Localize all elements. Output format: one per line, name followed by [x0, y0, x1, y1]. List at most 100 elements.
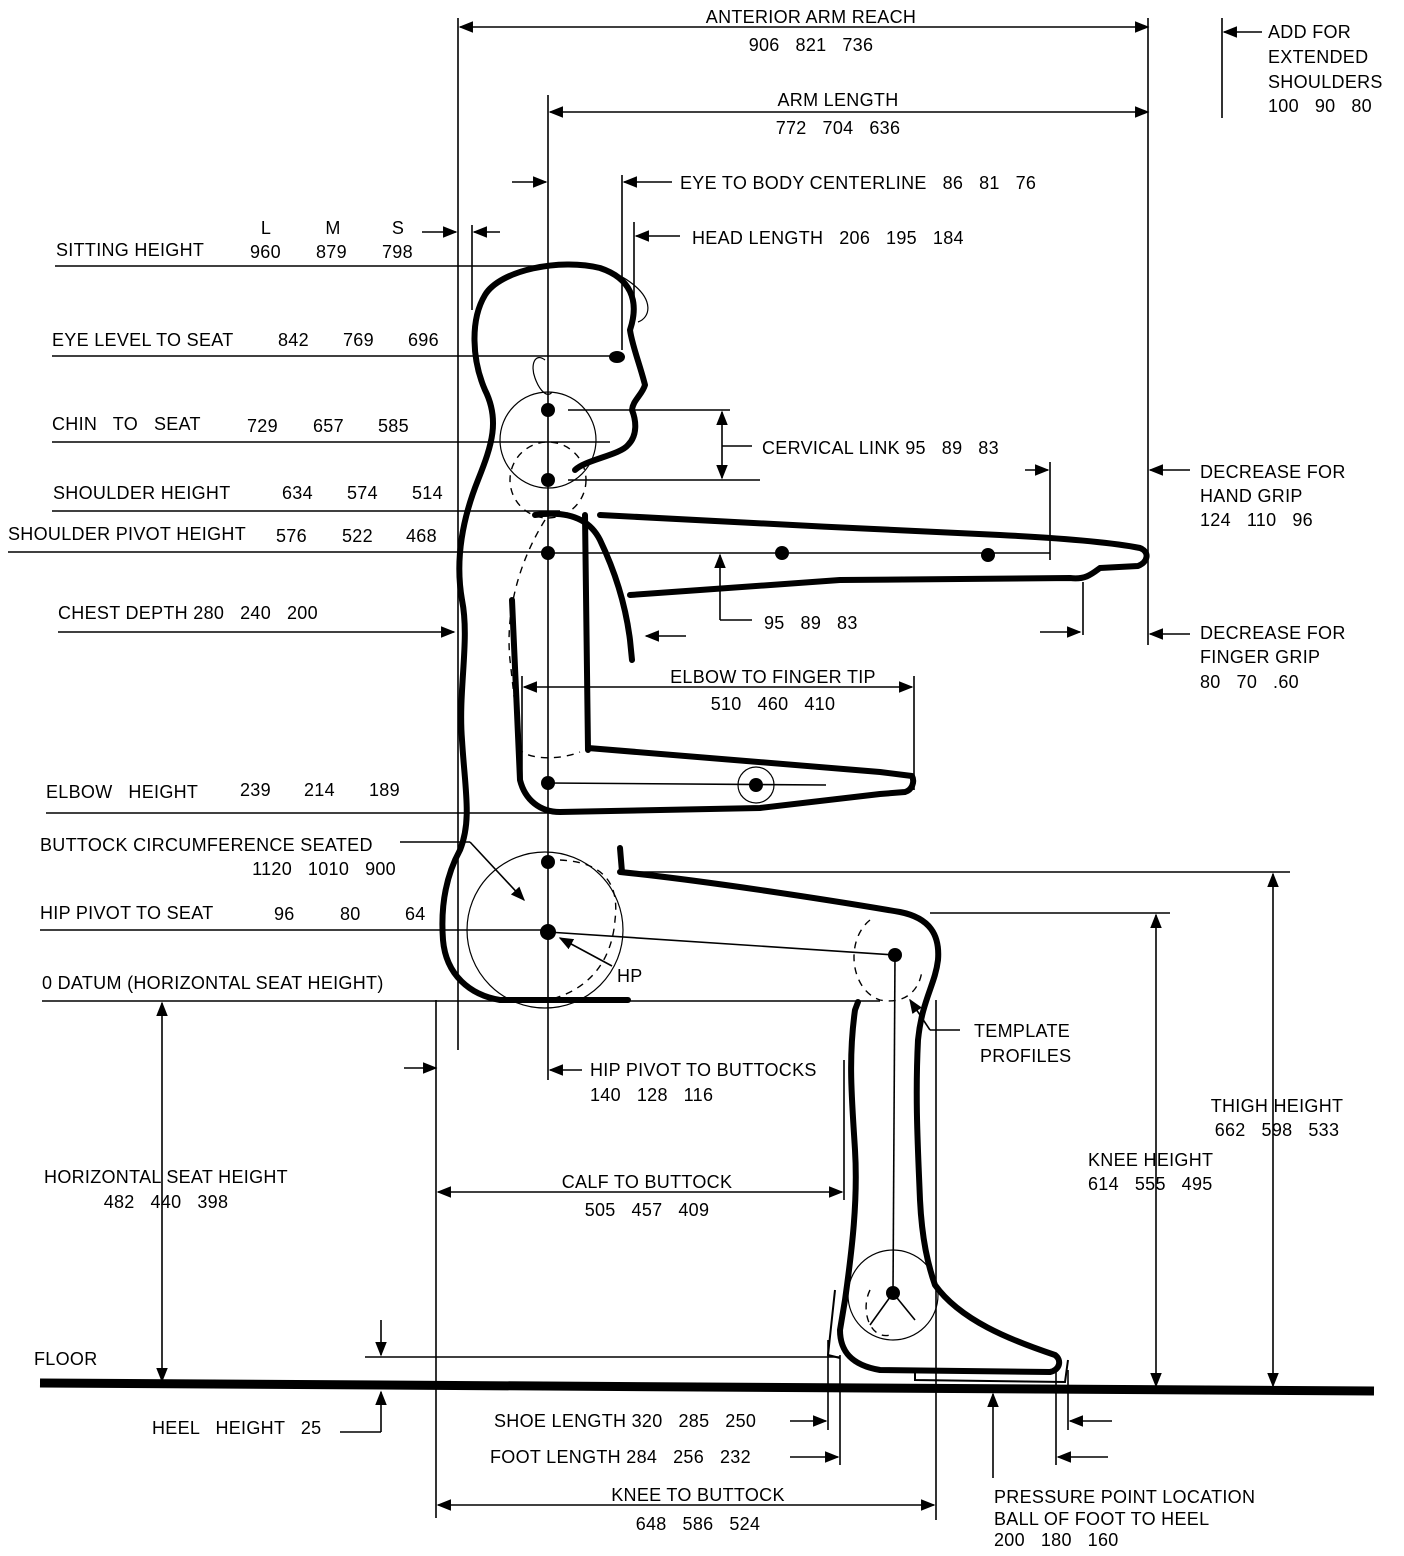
col-m: M: [325, 218, 340, 238]
knee-height-values: 614 555 495: [1088, 1174, 1213, 1194]
pressure-point-line2: BALL OF FOOT TO HEEL: [994, 1509, 1209, 1529]
thigh-link: [547, 931, 896, 956]
hip-pivot-s: 64: [405, 904, 426, 924]
shoulder-pivot-label: SHOULDER PIVOT HEIGHT: [8, 524, 246, 544]
floor-line: [39, 1378, 1375, 1396]
elbow-height-l: 239: [240, 780, 271, 800]
ext-shoulders-line3: SHOULDERS: [1268, 72, 1383, 92]
calf-buttock-values: 505 457 409: [585, 1200, 710, 1220]
anterior-arm-reach-values: 906 821 736: [749, 35, 874, 55]
shoulder-height-s: 514: [412, 483, 443, 503]
buttock-circ-leader: [469, 841, 525, 902]
shoulder-pivot-s: 468: [406, 526, 437, 546]
shoe-length-label: SHOE LENGTH 320 285 250: [494, 1411, 756, 1431]
joint-shoulder: [541, 546, 555, 560]
ext-shoulders-line2: EXTENDED: [1268, 47, 1368, 67]
knee-buttock-label: KNEE TO BUTTOCK: [611, 1485, 785, 1505]
template-profiles-line1: TEMPLATE: [974, 1021, 1070, 1041]
floor-label: FLOOR: [34, 1349, 98, 1369]
pressure-point-values: 200 180 160: [994, 1530, 1119, 1550]
joint-knee: [888, 948, 902, 962]
forearm: [509, 597, 917, 815]
eye-centerline-label: EYE TO BODY CENTERLINE 86 81 76: [680, 173, 1036, 193]
eye: [609, 351, 625, 363]
thigh-height-label: THIGH HEIGHT: [1211, 1096, 1344, 1116]
anterior-arm-reach-label: ANTERIOR ARM REACH: [706, 7, 916, 27]
arm-length-label: ARM LENGTH: [777, 90, 898, 110]
foot-length-label: FOOT LENGTH 284 256 232: [490, 1447, 751, 1467]
knee-buttock-values: 648 586 524: [636, 1514, 761, 1534]
shoulder-height-l: 634: [282, 483, 313, 503]
arm-length-values: 772 704 636: [776, 118, 901, 138]
joint-neck: [541, 473, 555, 487]
hip-buttocks-label: HIP PIVOT TO BUTTOCKS: [590, 1060, 817, 1080]
chin-l: 729: [247, 416, 278, 436]
elbow-height-label: ELBOW HEIGHT: [46, 782, 198, 802]
chin-s: 585: [378, 416, 409, 436]
joint-wrist: [749, 778, 763, 792]
hip-pivot-label: HIP PIVOT TO SEAT: [40, 903, 214, 923]
finger-grip-line1: DECREASE FOR: [1200, 623, 1346, 643]
hp-label: HP: [617, 966, 643, 986]
raised-arm: [597, 512, 1150, 598]
body-outline: [439, 261, 648, 1003]
pressure-point-line1: PRESSURE POINT LOCATION: [994, 1487, 1255, 1507]
buttock-circ-label: BUTTOCK CIRCUMFERENCE SEATED: [40, 835, 373, 855]
ext-shoulders-values: 100 90 80: [1268, 96, 1372, 116]
joint-hip: [540, 924, 556, 940]
hand-grip-line2: HAND GRIP: [1200, 486, 1303, 506]
leg-outline: [617, 869, 1063, 1375]
template-profiles-line2: PROFILES: [980, 1046, 1071, 1066]
template-leader-b: [909, 998, 931, 1031]
elbow-height-s: 189: [369, 780, 400, 800]
eye-level-m: 769: [343, 330, 374, 350]
torso-front: [532, 510, 635, 663]
chin-label: CHIN TO SEAT: [52, 414, 201, 434]
joint-ankle: [886, 1286, 900, 1300]
eye-level-s: 696: [408, 330, 439, 350]
template-arm-dash: [508, 519, 581, 759]
eye-level-label: EYE LEVEL TO SEAT: [52, 330, 234, 350]
elbow-height-m: 214: [304, 780, 335, 800]
seated-figure: [39, 95, 1375, 1396]
joint-head: [541, 403, 555, 417]
hand-grip-values: 124 110 96: [1200, 510, 1313, 530]
joint-elbow: [541, 776, 555, 790]
eye-level-l: 842: [278, 330, 309, 350]
elbow-finger-values: 510 460 410: [711, 694, 836, 714]
forearm-link: [547, 782, 827, 786]
shoe-sole: [914, 1359, 1069, 1384]
waist-line: [617, 845, 625, 875]
zero-datum-label: 0 DATUM (HORIZONTAL SEAT HEIGHT): [42, 973, 384, 993]
sitting-height-label: SITTING HEIGHT: [56, 240, 204, 260]
hand-grip-line1: DECREASE FOR: [1200, 462, 1346, 482]
thigh-height-values: 662 598 533: [1215, 1120, 1340, 1140]
shoulder-height-m: 574: [347, 483, 378, 503]
upper-arm-values: 95 89 83: [764, 613, 858, 633]
col-s: S: [392, 218, 404, 238]
hp-leader: [558, 937, 613, 967]
shoulder-pivot-l: 576: [276, 526, 307, 546]
template-knee-dash: [853, 919, 923, 1002]
labels: ANTERIOR ARM REACH 906 821 736 ADD FOR E…: [8, 7, 1383, 1550]
chin-m: 657: [313, 416, 344, 436]
joint-elbow-raised: [775, 546, 789, 560]
hip-buttocks-values: 140 128 116: [590, 1085, 713, 1105]
seat-height-label: HORIZONTAL SEAT HEIGHT: [44, 1167, 288, 1187]
sitting-height-m: 879: [316, 242, 347, 262]
finger-grip-values: 80 70 .60: [1200, 672, 1299, 692]
cervical-label: CERVICAL LINK 95 89 83: [762, 438, 999, 458]
head-back-detail: [479, 264, 649, 323]
ext-shoulders-line1: ADD FOR: [1268, 22, 1351, 42]
joint-buttock: [541, 855, 555, 869]
col-l: L: [261, 218, 271, 238]
finger-grip-line2: FINGER GRIP: [1200, 647, 1320, 667]
elbow-finger-label: ELBOW TO FINGER TIP: [670, 667, 876, 687]
shoulder-height-label: SHOULDER HEIGHT: [53, 483, 231, 503]
ear: [532, 357, 553, 395]
shoulder-pivot-m: 522: [342, 526, 373, 546]
dimension-lines: [8, 18, 1290, 1520]
head-length-label: HEAD LENGTH 206 195 184: [692, 228, 964, 248]
